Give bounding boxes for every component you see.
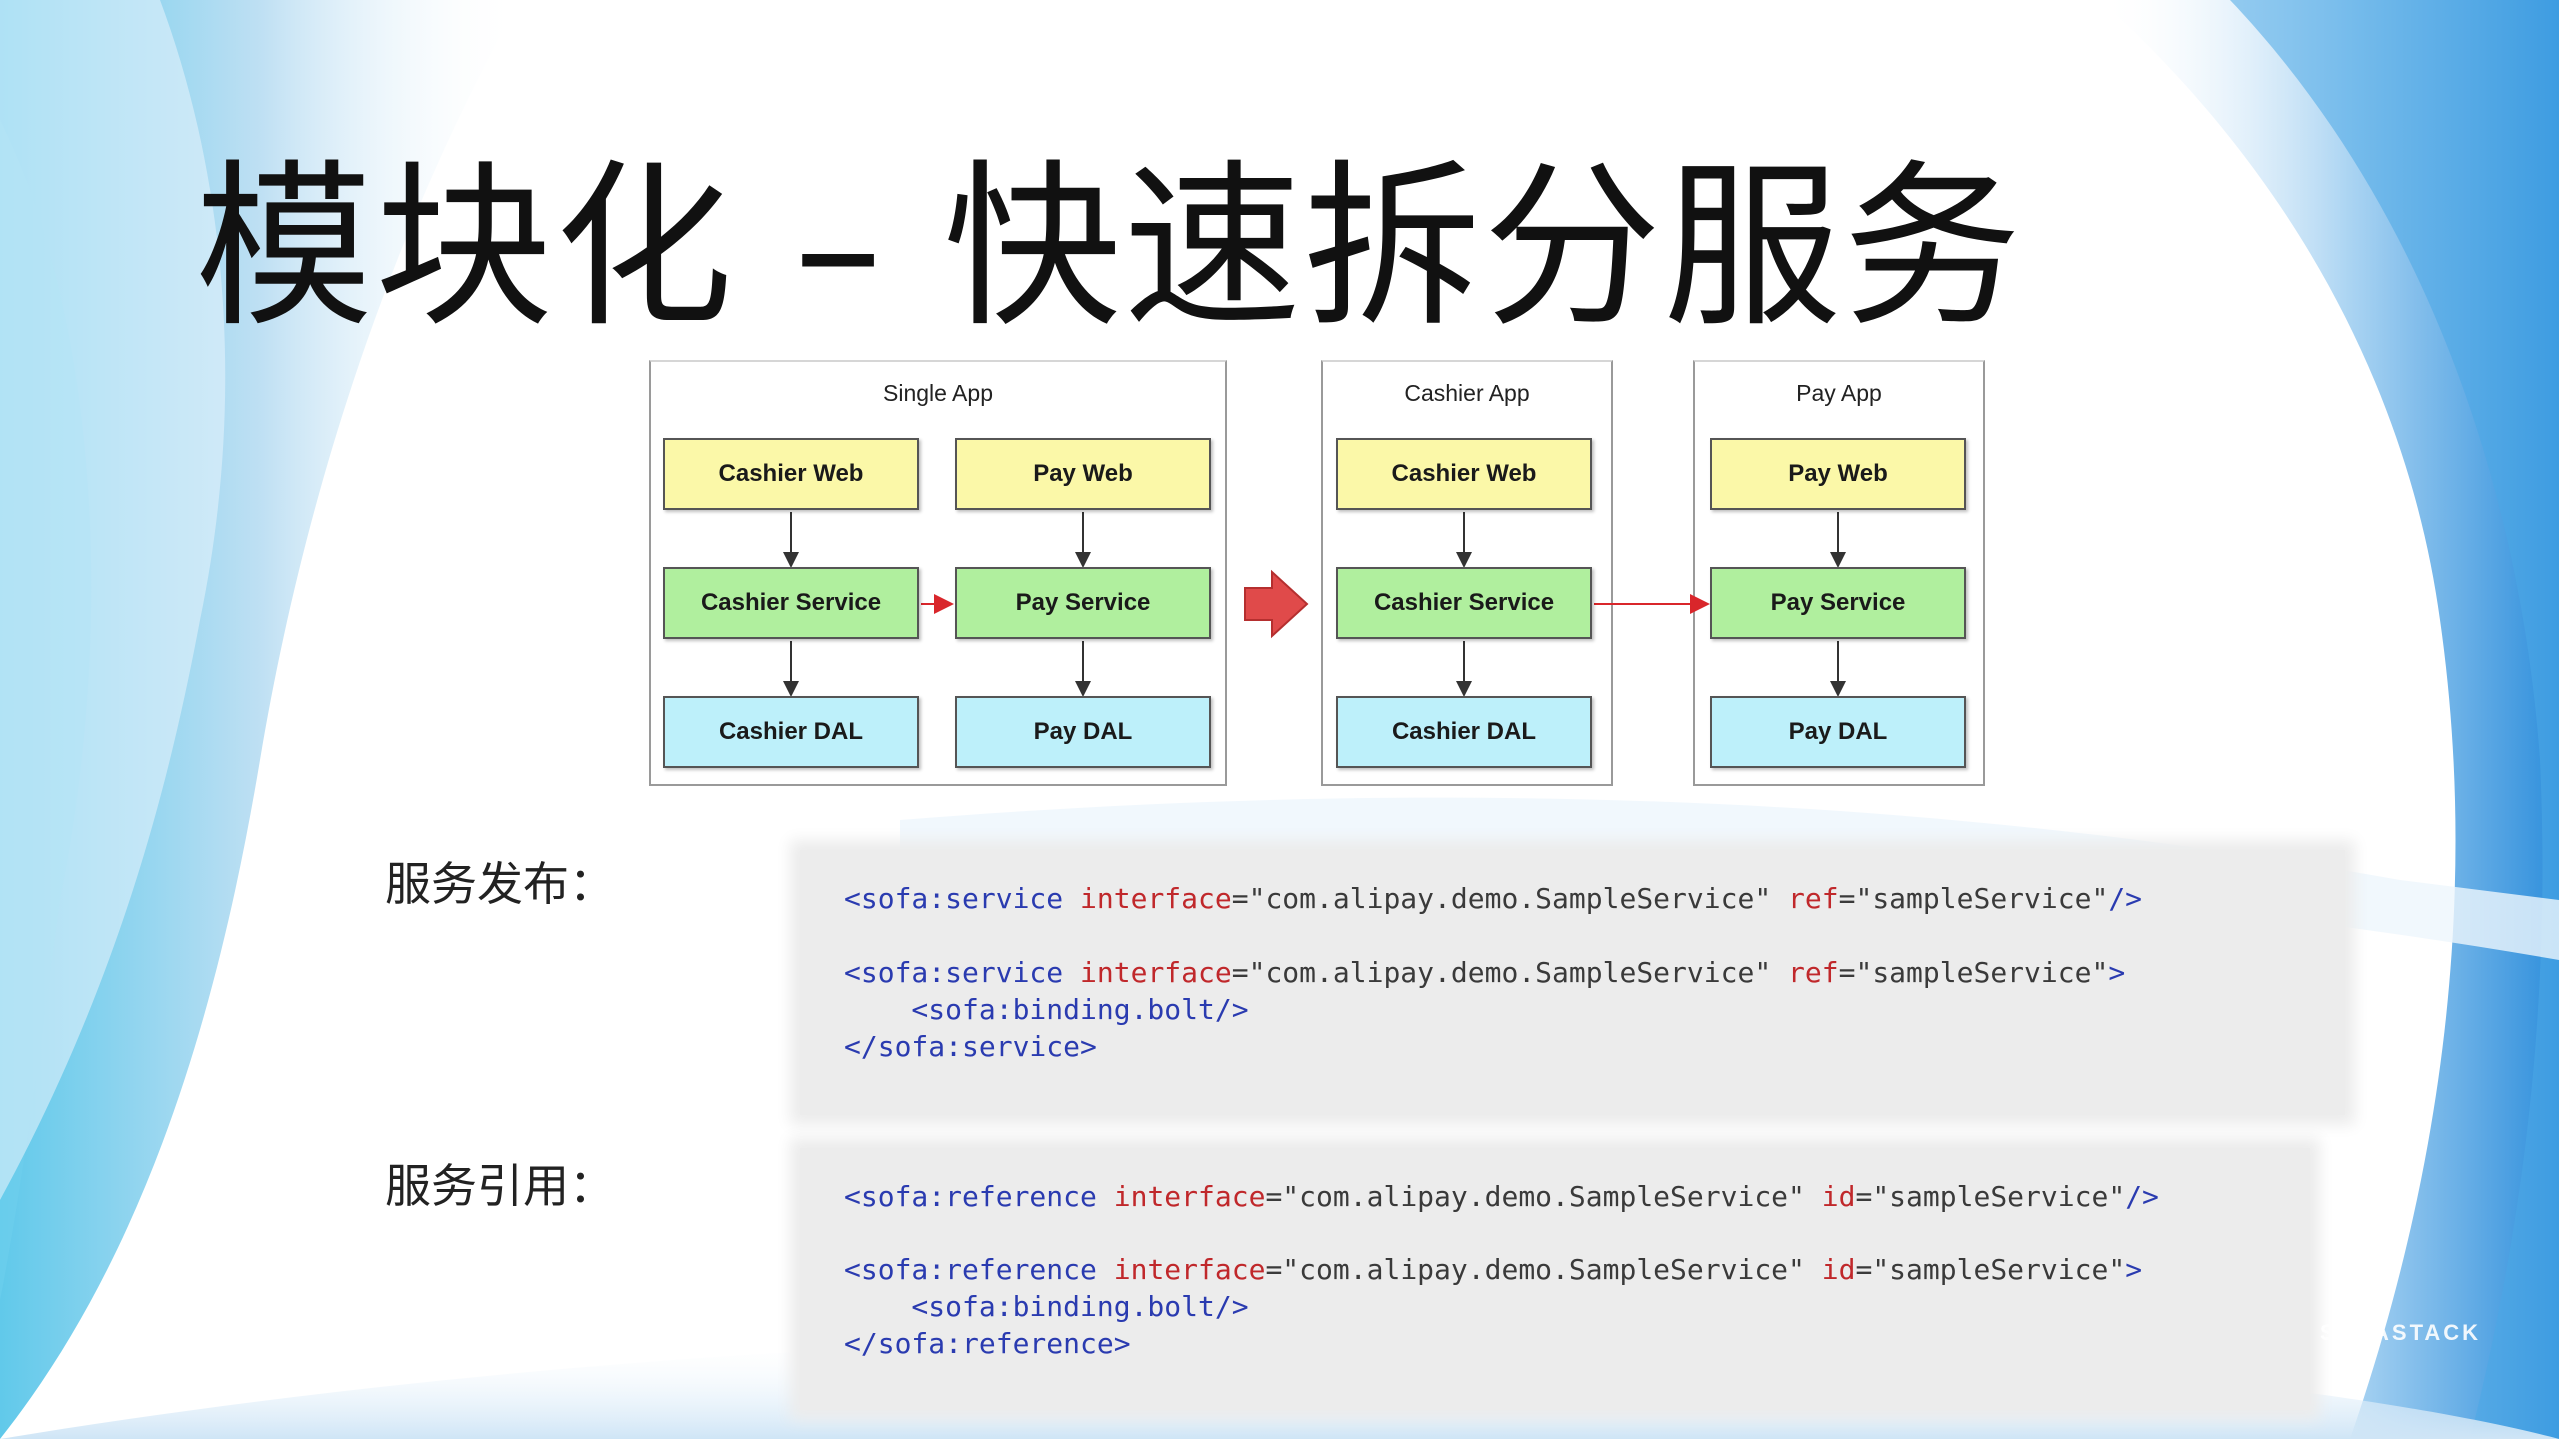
split-pay-dal-box: Pay DAL — [1710, 696, 1966, 768]
single-pay-web-box: Pay Web — [955, 438, 1211, 510]
split-cashier-dal-box: Cashier DAL — [1336, 696, 1592, 768]
single-cashier-service-box: Cashier Service — [663, 567, 919, 639]
split-pay-web-box: Pay Web — [1710, 438, 1966, 510]
single-pay-service-box: Pay Service — [955, 567, 1211, 639]
split-pay-service-box: Pay Service — [1710, 567, 1966, 639]
reference-code-panel: <sofa:reference interface="com.alipay.de… — [800, 1148, 2310, 1410]
single-app-title: Single App — [883, 380, 993, 406]
architecture-diagram: Single App Cashier App Pay App — [645, 360, 1990, 790]
pay-app-title: Pay App — [1796, 380, 1882, 406]
single-cashier-web-box: Cashier Web — [663, 438, 919, 510]
brand-logo: SOFASTACK — [2320, 1320, 2482, 1345]
code-line: <sofa:reference interface="com.alipay.de… — [844, 1253, 2143, 1286]
single-cashier-dal-box: Cashier DAL — [663, 696, 919, 768]
publish-code-panel: <sofa:service interface="com.alipay.demo… — [800, 850, 2345, 1115]
code-line: <sofa:service interface="com.alipay.demo… — [844, 882, 2143, 915]
publish-label: 服务发布： — [385, 857, 615, 911]
cashier-app-title: Cashier App — [1404, 380, 1530, 406]
split-cashier-service-box: Cashier Service — [1336, 567, 1592, 639]
split-cashier-web-box: Cashier Web — [1336, 438, 1592, 510]
single-pay-dal-box: Pay DAL — [955, 696, 1211, 768]
code-line: <sofa:reference interface="com.alipay.de… — [844, 1180, 2159, 1213]
code-line: </sofa:service> — [844, 1030, 1097, 1063]
diagram-arrows — [783, 512, 1846, 697]
transform-arrow — [1244, 569, 1309, 639]
code-line: </sofa:reference> — [844, 1327, 1131, 1360]
code-line: <sofa:binding.bolt/> — [844, 993, 1249, 1026]
slide-title: 模块化 – 快速拆分服务 — [195, 144, 2024, 351]
code-line: <sofa:binding.bolt/> — [844, 1290, 1249, 1323]
code-line: <sofa:service interface="com.alipay.demo… — [844, 956, 2126, 989]
reference-label: 服务引用： — [385, 1159, 615, 1213]
